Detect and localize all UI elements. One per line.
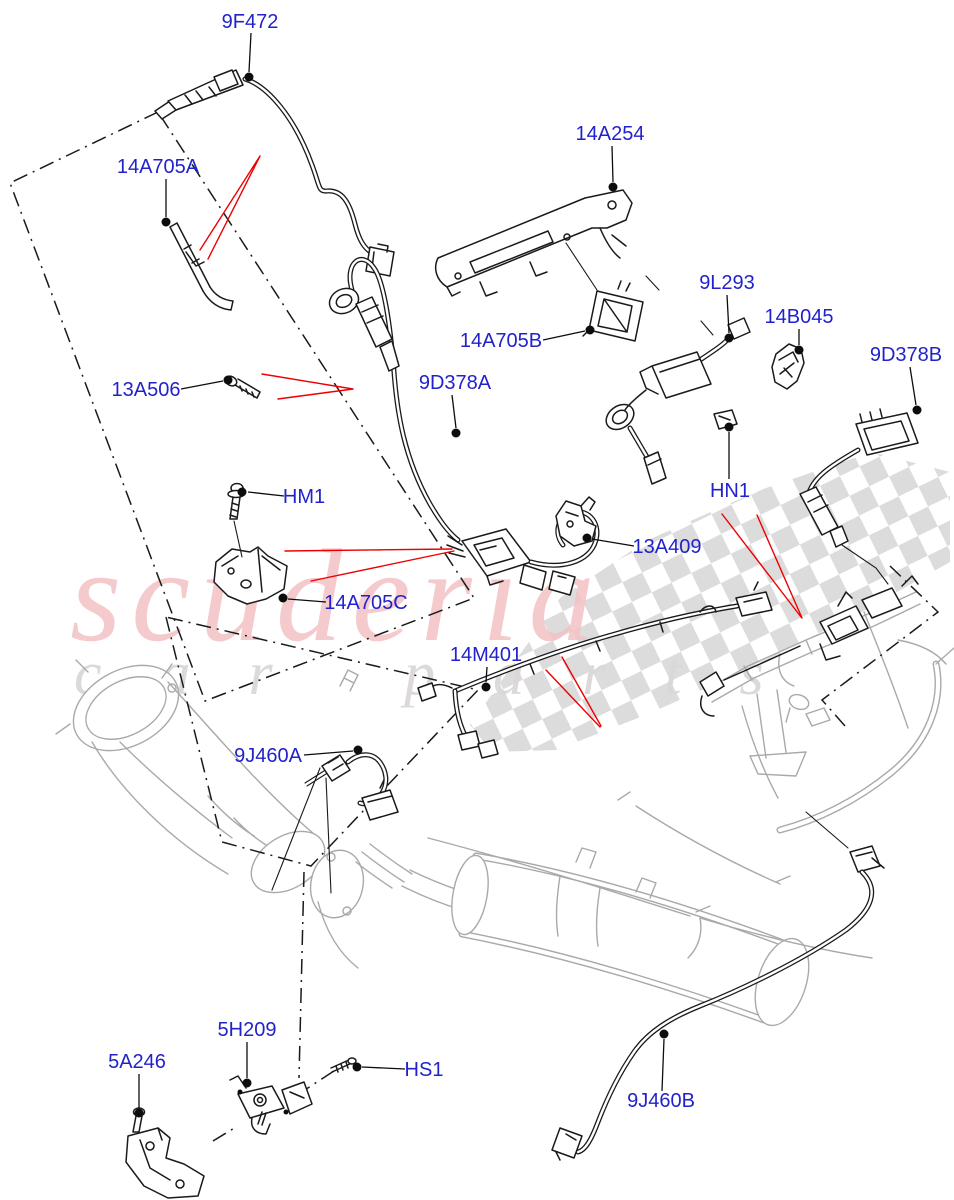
part-label-14M401[interactable]: 14M401 <box>450 644 522 666</box>
red-locator-arrows <box>199 155 803 728</box>
leader-14A705C <box>287 598 327 603</box>
part-art-14A705A <box>169 222 234 311</box>
cat-inlet-flange <box>72 664 180 752</box>
part-label-14A705B[interactable]: 14A705B <box>460 330 542 352</box>
red-arrow-14A705A <box>199 155 261 260</box>
assembly-locator-lines <box>233 242 889 894</box>
detail-region-upper-left <box>9 111 476 702</box>
callout-dot-HM1 <box>237 487 247 497</box>
part-label-13A506[interactable]: 13A506 <box>112 379 181 401</box>
leader-HS1 <box>361 1066 406 1070</box>
part-label-HN1[interactable]: HN1 <box>710 480 750 502</box>
boundary-dash-lines <box>9 111 940 1142</box>
part-label-HM1[interactable]: HM1 <box>283 486 325 508</box>
cat-body-end <box>250 830 326 894</box>
leader-9F472 <box>248 32 252 73</box>
callout-leaders <box>134 32 922 1118</box>
callout-dot-9J460A <box>353 745 363 755</box>
detail-link-vertical <box>298 871 305 1079</box>
part-label-5H209[interactable]: 5H209 <box>218 1019 277 1041</box>
callout-dot-9J460B <box>659 1029 669 1039</box>
callout-dot-14A705C <box>278 593 288 603</box>
leader-9L293 <box>726 294 730 334</box>
watermark-tagline-text: car parts <box>74 640 822 708</box>
part-art-9D378B <box>799 408 919 548</box>
part-art-14M401 <box>417 581 773 759</box>
parts-art <box>125 69 919 1199</box>
part-label-9J460A[interactable]: 9J460A <box>234 745 302 767</box>
part-art-9F472 <box>154 69 395 277</box>
callout-dot-5H209 <box>242 1078 252 1088</box>
leader-9J460B <box>661 1038 665 1092</box>
callout-dot-13A506 <box>223 375 233 385</box>
detail-region-middle <box>164 615 480 867</box>
part-art-14A254 <box>435 189 633 297</box>
part-label-14A705A[interactable]: 14A705A <box>117 156 200 178</box>
part-label-5A246[interactable]: 5A246 <box>108 1051 166 1073</box>
part-number-labels: 9F472 14A705A 14A254 14A705B 9L293 14B045 9D37… <box>108 11 942 1112</box>
part-art-hn1-assembly <box>699 575 919 717</box>
leader-9D378A <box>451 394 457 429</box>
callout-dot-9L293 <box>724 333 734 343</box>
part-label-13A409[interactable]: 13A409 <box>633 536 702 558</box>
callout-dot-13A409 <box>582 533 592 543</box>
part-label-14B045[interactable]: 14B045 <box>765 306 834 328</box>
part-label-9D378B[interactable]: 9D378B <box>870 344 942 366</box>
callout-dot-9D378A <box>451 428 461 438</box>
part-art-14A705C <box>213 546 288 605</box>
leader-HM1 <box>247 491 285 497</box>
leader-14M401 <box>485 666 488 683</box>
callout-dot-9F472 <box>244 72 254 82</box>
leader-13A506 <box>180 380 224 390</box>
dpf-front-face <box>451 854 489 936</box>
part-art-5H209 <box>229 1075 313 1135</box>
part-art-9L293 <box>605 317 751 485</box>
red-arrow-14A705C <box>284 548 455 582</box>
leader-9J460A <box>303 750 354 756</box>
leader-9D378B <box>909 366 917 406</box>
callout-dot-5A246 <box>134 1108 144 1118</box>
callout-dot-14B045 <box>794 345 804 355</box>
leader-14A254 <box>611 145 614 183</box>
detail-region-right <box>820 565 940 727</box>
part-label-9D378A[interactable]: 9D378A <box>419 372 492 394</box>
part-art-HS1 <box>330 1057 357 1073</box>
part-art-14A705B <box>582 280 644 342</box>
part-art-5A246 <box>125 1107 205 1199</box>
part-art-9D378A <box>328 257 461 543</box>
callout-dot-14A705B <box>585 325 595 335</box>
mid-flange <box>309 849 365 919</box>
part-art-9J460B <box>551 845 885 1161</box>
callout-dot-14A705A <box>161 217 171 227</box>
part-label-HS1[interactable]: HS1 <box>405 1059 444 1081</box>
red-arrow-13A506 <box>261 373 354 400</box>
red-arrow-HN1 <box>721 513 803 619</box>
part-label-9J460B[interactable]: 9J460B <box>627 1090 695 1112</box>
part-art-14B045 <box>771 343 805 390</box>
leader-14A705B <box>542 330 586 341</box>
part-label-14A254[interactable]: 14A254 <box>576 123 645 145</box>
part-label-14A705C[interactable]: 14A705C <box>324 592 407 614</box>
callout-dot-14M401 <box>481 682 491 692</box>
part-art-9J460A <box>304 752 399 821</box>
red-arrow-14M401 <box>545 656 602 728</box>
callout-dot-14A254 <box>608 182 618 192</box>
callout-dot-9D378B <box>912 405 922 415</box>
part-label-9L293[interactable]: 9L293 <box>699 272 755 294</box>
part-label-9F472[interactable]: 9F472 <box>222 11 279 33</box>
callout-dot-HN1 <box>724 422 734 432</box>
leader-13A409 <box>591 538 635 547</box>
callout-dot-HS1 <box>352 1062 362 1072</box>
